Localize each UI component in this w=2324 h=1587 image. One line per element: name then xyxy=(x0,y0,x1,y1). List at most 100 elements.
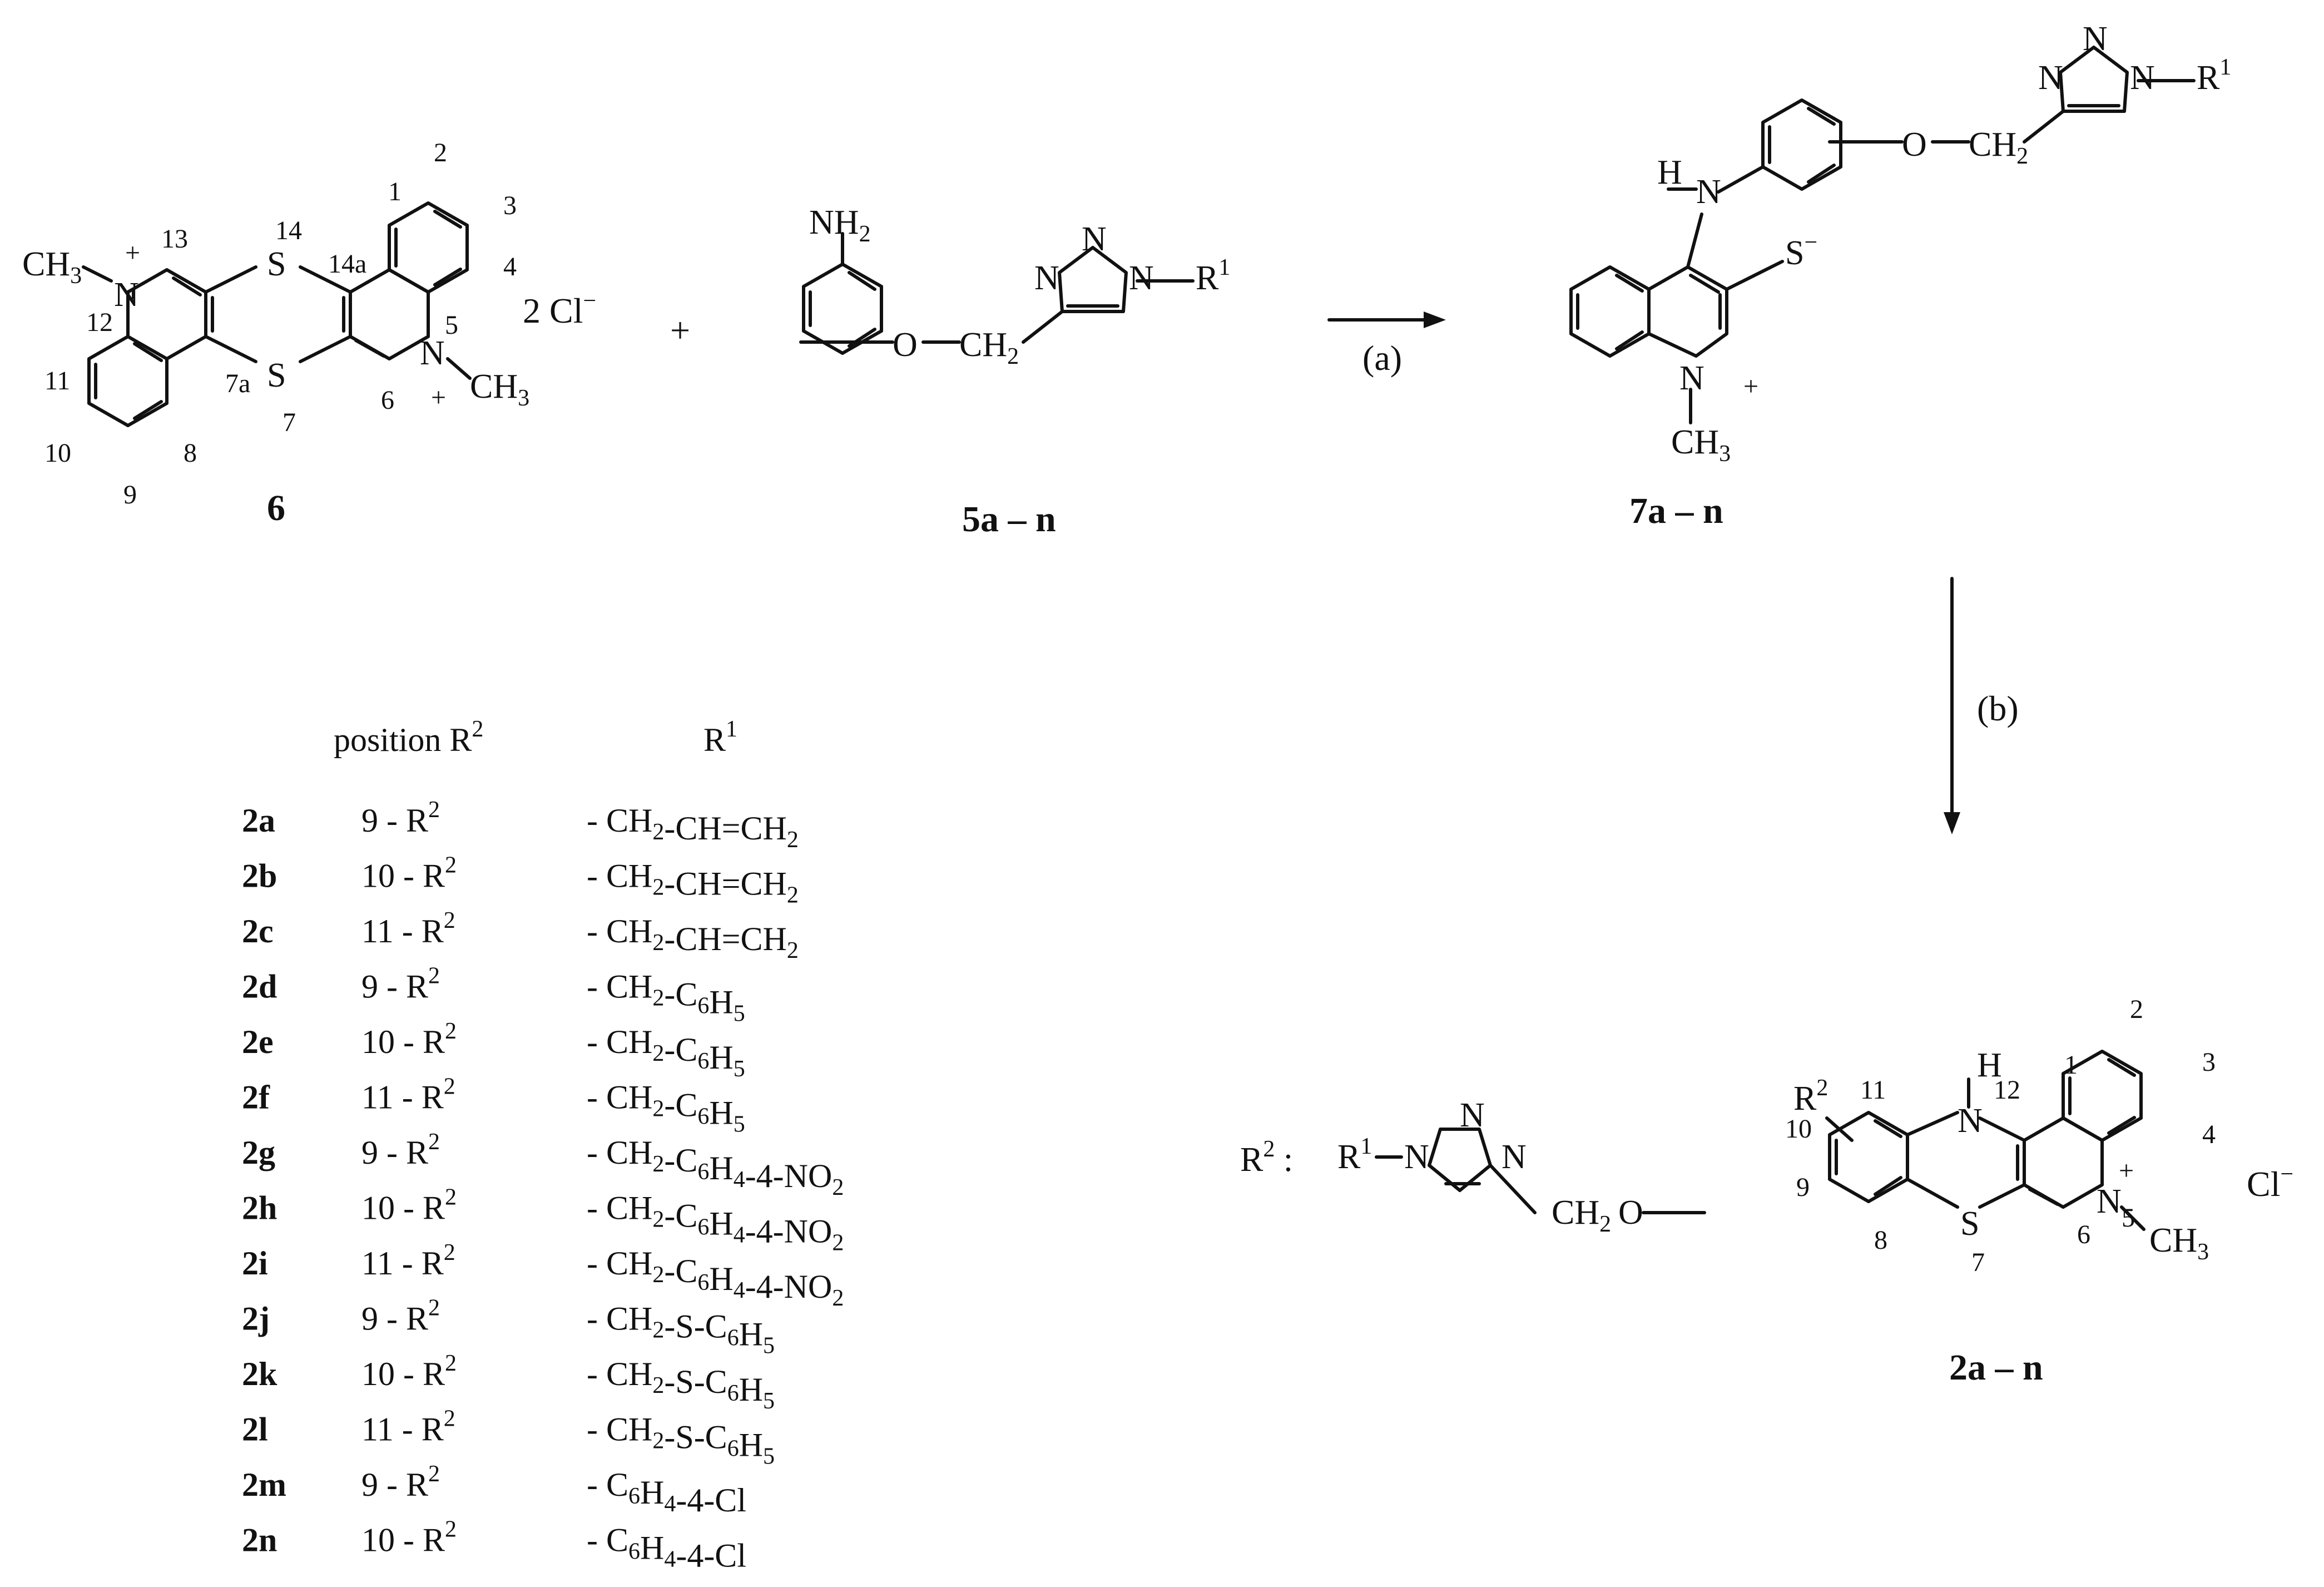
table-row-position: 9 - R2 xyxy=(361,1461,440,1503)
c6-locant-7a: 7a xyxy=(225,369,250,398)
c7-thiolate: S− xyxy=(1785,230,1817,272)
table-row-id: 2f xyxy=(242,1079,270,1116)
table-row-position: 11 - R2 xyxy=(361,908,455,950)
c7-nh: N xyxy=(1696,173,1721,211)
c5-triazole-n1: N xyxy=(1129,259,1154,297)
label-compound-5: 5a – n xyxy=(962,499,1056,540)
table-row-r1: - CH2-C6H4-4-NO2 xyxy=(587,1134,844,1200)
label-compound-6: 6 xyxy=(267,488,285,528)
c2-locant-9: 9 xyxy=(1796,1173,1810,1202)
table-row-position: 9 - R2 xyxy=(361,797,440,839)
r2-def-ch2: CH2 xyxy=(1552,1194,1611,1237)
table-row-r1: - CH2-C6H5 xyxy=(587,968,745,1027)
table-row-r1: - CH2-C6H4-4-NO2 xyxy=(587,1245,844,1311)
table-row-position: 11 - R2 xyxy=(361,1074,455,1116)
table-row-id: 2g xyxy=(242,1134,275,1171)
label-step-a: (a) xyxy=(1362,338,1402,378)
c2-locant-6: 6 xyxy=(2077,1220,2090,1249)
compound-2-structure xyxy=(1825,1050,2145,1231)
c6-locant-3: 3 xyxy=(503,191,517,220)
table-row-r1: - CH2-CH=CH2 xyxy=(587,913,799,963)
table-row-position: 10 - R2 xyxy=(361,853,457,894)
table-row-position: 9 - R2 xyxy=(361,963,440,1005)
c2-nh: N xyxy=(1958,1102,1983,1140)
table-row-position: 11 - R2 xyxy=(361,1240,455,1282)
c6-locant-4: 4 xyxy=(503,252,517,281)
table-row-r1: - CH2-S-C6H5 xyxy=(587,1301,775,1359)
c6-locant-14a: 14a xyxy=(328,249,366,279)
c5-r1: R1 xyxy=(1196,255,1230,297)
table-row-r1: - CH2-S-C6H5 xyxy=(587,1411,775,1470)
table-row-position: 11 - R2 xyxy=(361,1406,455,1448)
table-row-r1: - C6H4-4-Cl xyxy=(587,1522,746,1574)
c5-triazole-n2: N xyxy=(1082,220,1107,258)
c2-locant-1: 1 xyxy=(2064,1050,2078,1080)
c6-locant-10: 10 xyxy=(44,438,71,468)
c6-locant-13: 13 xyxy=(161,224,188,254)
table-row-id: 2d xyxy=(242,968,277,1005)
r2-def-n1: N xyxy=(1404,1138,1429,1176)
compound-6-structure xyxy=(82,201,472,427)
c6-locant-11: 11 xyxy=(44,366,70,395)
table-row-id: 2h xyxy=(242,1190,277,1227)
c6-locant-5: 5 xyxy=(445,310,458,340)
table-row-r1: - CH2-C6H5 xyxy=(587,1024,745,1082)
c7-ch3: CH3 xyxy=(1671,423,1731,467)
table-row-position: 10 - R2 xyxy=(361,1517,457,1559)
c2-counterion: Cl− xyxy=(2247,1161,2293,1204)
c7-h: H xyxy=(1657,154,1682,191)
c2-ch3: CH3 xyxy=(2149,1222,2209,1265)
r2-def-n2: N xyxy=(1460,1096,1485,1134)
table-row-r1: - CH2-S-C6H5 xyxy=(587,1356,775,1414)
c2-locant-10: 10 xyxy=(1785,1114,1812,1144)
c2-locant-2: 2 xyxy=(2130,995,2143,1024)
r2-def-n3: N xyxy=(1502,1138,1527,1176)
r2-def-label: R2 : xyxy=(1240,1136,1293,1179)
compound-7-structure xyxy=(1569,46,2196,424)
c6-locant-2: 2 xyxy=(434,138,447,167)
table-row-position: 10 - R2 xyxy=(361,1019,457,1060)
c2-locant-4: 4 xyxy=(2202,1120,2216,1149)
table-header-position: position R2 xyxy=(334,716,483,758)
c7-ether-o: O xyxy=(1902,126,1927,164)
c6-locant-1: 1 xyxy=(388,177,402,206)
c6-s14: S xyxy=(267,245,286,283)
c2-locant-12: 12 xyxy=(1994,1075,2020,1105)
c2-locant-7: 7 xyxy=(1971,1248,1985,1277)
plus-sign: + xyxy=(670,310,690,350)
c2-r2: R2 xyxy=(1793,1075,1828,1118)
c6-locant-12: 12 xyxy=(86,308,113,337)
c2-s: S xyxy=(1960,1205,1979,1243)
c2-locant-11: 11 xyxy=(1860,1075,1886,1105)
table-row-r1: - C6H4-4-Cl xyxy=(587,1466,746,1519)
c6-charge-right: + xyxy=(431,383,446,412)
table-row-id: 2j xyxy=(242,1301,270,1337)
table-row-id: 2m xyxy=(242,1466,286,1503)
c6-locant-7: 7 xyxy=(283,408,296,437)
label-compound-7: 7a – n xyxy=(1629,491,1723,531)
label-compound-2: 2a – n xyxy=(1949,1347,2043,1388)
table-row-id: 2b xyxy=(242,858,277,894)
c6-s7: S xyxy=(267,357,286,394)
r2-def-structure xyxy=(1375,1128,1706,1214)
c6-n-right: N xyxy=(420,334,445,372)
table-row-id: 2i xyxy=(242,1245,268,1282)
c2-h: H xyxy=(1977,1046,2002,1084)
table-row-id: 2n xyxy=(242,1522,277,1559)
table-row-r1: - CH2-CH=CH2 xyxy=(587,802,799,853)
table-row-id: 2c xyxy=(242,913,274,950)
c6-ch3-right: CH3 xyxy=(470,368,529,411)
c7-triazole-n3: N xyxy=(2038,59,2063,97)
c2-locant-3: 3 xyxy=(2202,1047,2216,1077)
c7-triazole-n1: N xyxy=(2130,59,2155,97)
r2-def-r1: R1 xyxy=(1337,1134,1372,1176)
c6-charge-left: + xyxy=(125,238,140,268)
c6-ch3-left: CH3 xyxy=(22,245,82,289)
table-row-r1: - CH2-CH=CH2 xyxy=(587,858,799,908)
c5-ch2: CH2 xyxy=(959,326,1019,369)
arrow-step-b xyxy=(1944,577,1960,834)
c2-locant-5: 5 xyxy=(2122,1203,2135,1233)
table-row-position: 9 - R2 xyxy=(361,1129,440,1171)
